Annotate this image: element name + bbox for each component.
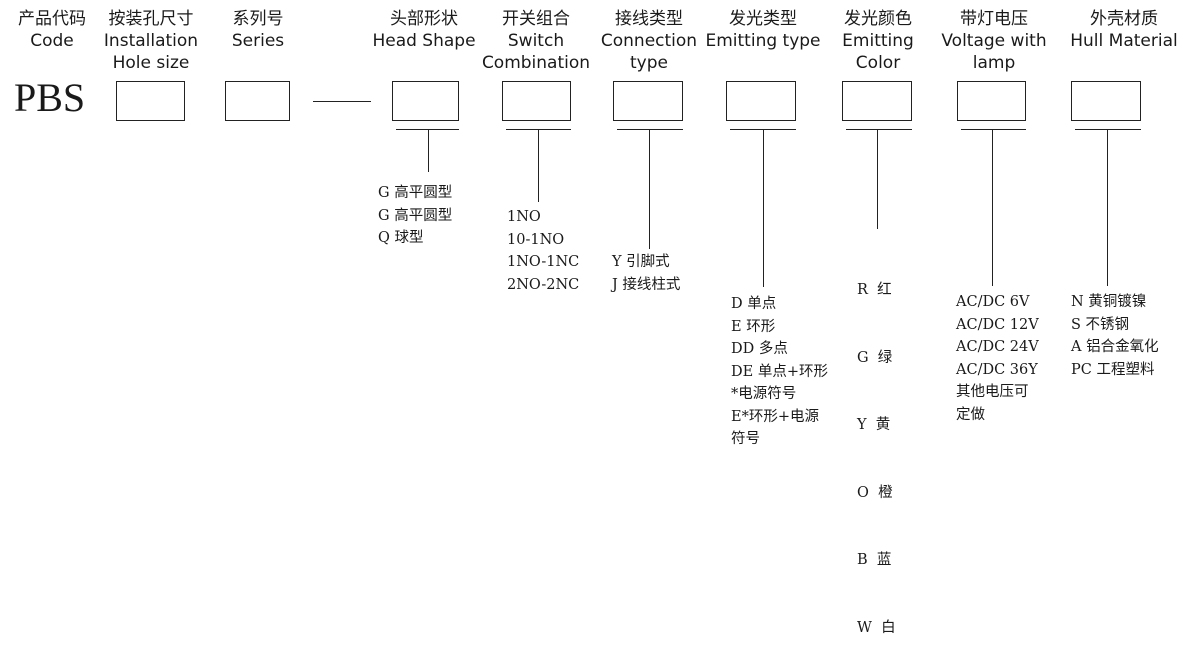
emitting-color-option: O 橙 <box>857 484 893 501</box>
head-shape-box[interactable] <box>392 81 459 121</box>
header-head-shape: 头部形状 Head Shape <box>368 8 480 52</box>
emitting-color-option: G 绿 <box>857 349 893 366</box>
emitting-type-option: D 单点 <box>731 296 777 312</box>
header-hole-size-en-2: Hole size <box>112 53 190 73</box>
head-shape-options: G 高平圆型 G 高平圆型 Q 球型 <box>378 182 452 250</box>
voltage-underline <box>961 129 1026 130</box>
switch-options: 1NO 10-1NO 1NO-1NC 2NO-2NC <box>507 206 579 296</box>
voltage-option: AC/DC 24V <box>956 339 1039 355</box>
code-value: PBS <box>14 75 86 120</box>
emitting-color-underline <box>846 129 912 130</box>
switch-option: 1NO-1NC <box>507 254 580 270</box>
connection-connector <box>649 129 650 249</box>
header-voltage-en-1: Voltage with <box>941 31 1047 51</box>
connection-box[interactable] <box>613 81 683 121</box>
switch-option: 2NO-2NC <box>507 276 580 293</box>
hole-size-box[interactable] <box>116 81 185 121</box>
emitting-color-option: B 蓝 <box>857 552 892 568</box>
voltage-option: AC/DC 36Y <box>956 361 1038 378</box>
emitting-type-options: D 单点 E 环形 DD 多点 DE 单点+环形 *电源符号 E*环形+电源 符… <box>731 293 828 451</box>
series-box[interactable] <box>225 81 290 121</box>
connection-underline <box>617 129 683 130</box>
head-shape-option: G 高平圆型 <box>378 207 453 224</box>
header-emitting-color-cn: 发光颜色 <box>844 9 912 29</box>
header-emitting-color-en-2: Color <box>855 53 901 73</box>
header-code: 产品代码 Code <box>12 8 92 52</box>
header-emitting-color-en-1: Emitting <box>842 31 914 51</box>
header-hole-size: 按装孔尺寸 Installation Hole size <box>96 8 206 74</box>
hull-material-box[interactable] <box>1071 81 1141 121</box>
header-connection-cn: 接线类型 <box>615 9 683 29</box>
emitting-color-option: W 白 <box>857 619 896 636</box>
header-series-en: Series <box>231 31 285 51</box>
connection-options: Y 引脚式 J 接线柱式 <box>612 251 680 296</box>
header-emitting-color: 发光颜色 Emitting Color <box>832 8 924 74</box>
voltage-option: AC/DC 12V <box>956 316 1039 333</box>
header-hole-size-cn: 按装孔尺寸 <box>108 9 194 29</box>
header-connection-en-2: type <box>630 53 668 73</box>
emitting-type-option: 符号 <box>731 431 760 447</box>
header-switch-en-2: Combination <box>481 53 591 73</box>
emitting-color-options: R 红 G 绿 Y 黄 O 橙 B 蓝 W 白 <box>857 234 896 662</box>
emitting-type-option: E*环形+电源 <box>731 408 819 425</box>
hull-material-option: S 不锈钢 <box>1071 316 1130 333</box>
emitting-color-connector <box>877 129 878 229</box>
header-head-shape-cn: 头部形状 <box>390 9 458 29</box>
switch-option: 1NO <box>507 209 541 225</box>
emitting-type-option: DD 多点 <box>731 341 788 357</box>
connection-option: Y 引脚式 <box>612 254 670 270</box>
series-dash <box>313 101 371 102</box>
header-hole-size-en-1: Installation <box>103 31 199 51</box>
header-voltage: 带灯电压 Voltage with lamp <box>934 8 1054 74</box>
header-connection-en-1: Connection <box>600 31 698 51</box>
header-code-en: Code <box>30 31 74 51</box>
voltage-option: AC/DC 6V <box>956 294 1030 310</box>
header-switch-en-1: Switch <box>507 31 565 51</box>
emitting-type-box[interactable] <box>726 81 796 121</box>
switch-option: 10-1NO <box>507 231 565 248</box>
emitting-type-option: *电源符号 <box>731 386 797 402</box>
connection-option: J 接线柱式 <box>612 276 681 293</box>
emitting-color-option: R 红 <box>857 282 892 298</box>
head-shape-connector <box>428 129 429 172</box>
header-switch-cn: 开关组合 <box>502 9 570 29</box>
header-hull-material-cn: 外壳材质 <box>1090 9 1158 29</box>
header-head-shape-en: Head Shape <box>372 31 476 51</box>
header-emitting-type-cn: 发光类型 <box>729 9 797 29</box>
hull-material-connector <box>1107 129 1108 286</box>
header-series: 系列号 Series <box>218 8 298 52</box>
header-code-cn: 产品代码 <box>18 9 86 29</box>
head-shape-underline <box>396 129 459 130</box>
emitting-type-option: E 环形 <box>731 318 776 335</box>
header-connection: 接线类型 Connection type <box>596 8 702 74</box>
hull-material-options: N 黄铜镀镍 S 不锈钢 A 铝合金氧化 PC 工程塑料 <box>1071 291 1159 381</box>
header-hull-material: 外壳材质 Hull Material <box>1064 8 1184 52</box>
hull-material-underline <box>1075 129 1141 130</box>
voltage-option: 定做 <box>956 406 985 423</box>
head-shape-option: G 高平圆型 <box>378 185 453 201</box>
emitting-type-connector <box>763 129 764 287</box>
voltage-box[interactable] <box>957 81 1026 121</box>
header-voltage-en-2: lamp <box>972 53 1016 73</box>
voltage-options: AC/DC 6V AC/DC 12V AC/DC 24V AC/DC 36Y 其… <box>956 291 1039 426</box>
emitting-type-option: DE 单点+环形 <box>731 363 828 380</box>
voltage-connector <box>992 129 993 286</box>
header-emitting-type: 发光类型 Emitting type <box>700 8 826 52</box>
voltage-option: 其他电压可 <box>956 384 1029 400</box>
switch-box[interactable] <box>502 81 571 121</box>
hull-material-option: N 黄铜镀镍 <box>1071 294 1147 310</box>
header-voltage-cn: 带灯电压 <box>960 9 1028 29</box>
emitting-color-box[interactable] <box>842 81 912 121</box>
header-series-cn: 系列号 <box>232 9 284 29</box>
hull-material-option: A 铝合金氧化 <box>1071 339 1159 355</box>
header-switch: 开关组合 Switch Combination <box>478 8 594 74</box>
switch-connector <box>538 129 539 202</box>
header-hull-material-en: Hull Material <box>1070 31 1178 51</box>
header-emitting-type-en: Emitting type <box>705 31 821 51</box>
hull-material-option: PC 工程塑料 <box>1071 361 1155 378</box>
emitting-color-option: Y 黄 <box>857 417 891 433</box>
head-shape-option: Q 球型 <box>378 230 424 246</box>
